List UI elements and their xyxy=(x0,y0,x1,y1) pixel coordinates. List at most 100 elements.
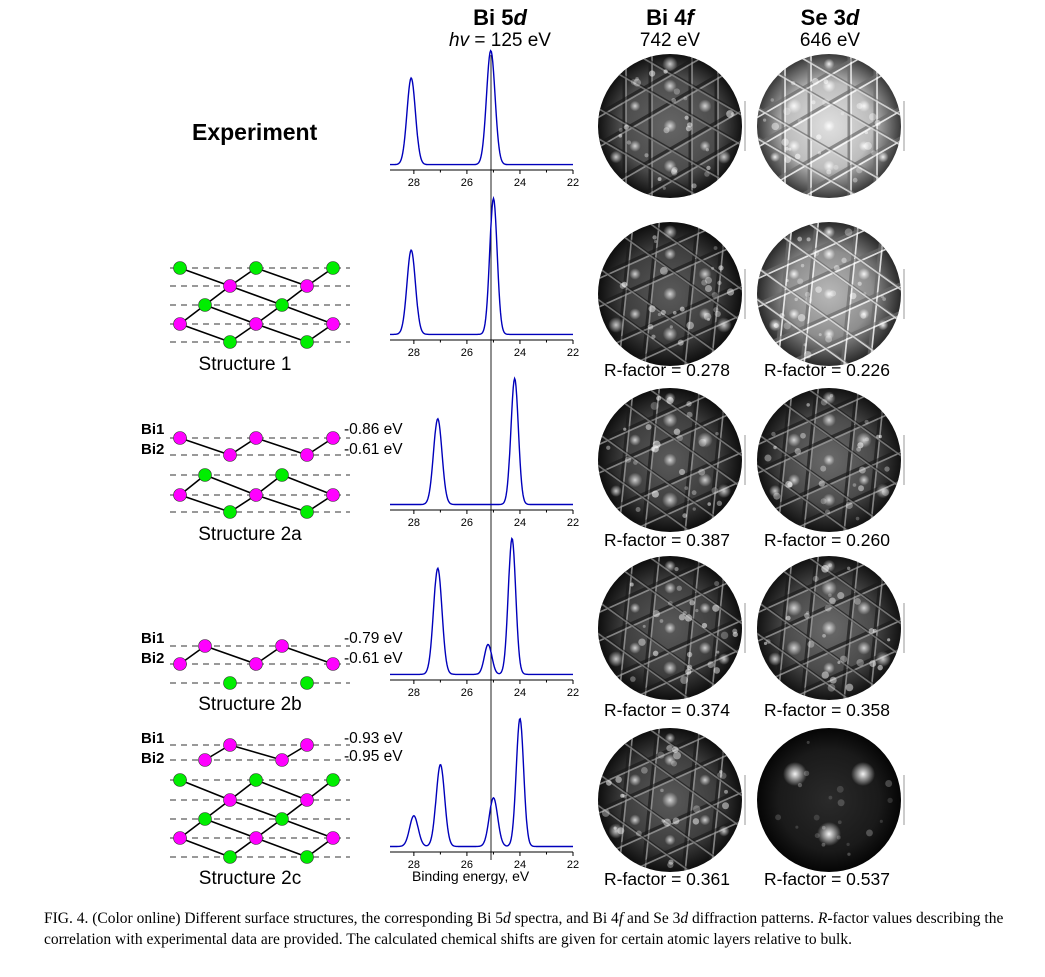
kikuchi-band xyxy=(682,728,702,872)
kikuchi-band xyxy=(610,560,742,667)
diffraction-spot xyxy=(662,412,678,428)
diffraction-speckle xyxy=(770,98,774,102)
diffraction-speckle xyxy=(678,614,686,621)
diffraction-speckle xyxy=(714,310,721,318)
diffraction-speckle xyxy=(828,593,832,597)
bi-atom xyxy=(300,738,314,752)
diffraction-speckle xyxy=(713,307,719,313)
diffraction-speckle xyxy=(726,110,734,118)
bi-atom xyxy=(249,431,263,445)
diffraction-spot xyxy=(608,823,624,839)
diffraction-speckle xyxy=(717,280,722,286)
se-atom xyxy=(326,261,340,275)
diffraction-speckle xyxy=(666,745,673,752)
diffraction-spot xyxy=(629,100,641,112)
kikuchi-band-shadow xyxy=(598,439,742,517)
diffraction-speckle xyxy=(718,265,724,271)
diffraction-speckle xyxy=(797,783,803,788)
diffraction-speckle xyxy=(707,502,712,506)
kikuchi-band-shadow xyxy=(598,779,742,857)
diffraction-spot xyxy=(609,150,623,164)
binding-energy-axis-label: Binding energy, eV xyxy=(412,868,530,884)
rfactor-se3d-structure-1: R-factor = 0.226 xyxy=(764,360,890,380)
kikuchi-band xyxy=(757,425,893,532)
diffraction-speckle xyxy=(623,427,627,431)
diffraction-speckle xyxy=(704,284,713,293)
diffraction-speckle xyxy=(630,79,637,85)
diffraction-speckle xyxy=(779,312,785,319)
diffraction-speckle xyxy=(666,397,674,405)
structure-1-label: Structure 1 xyxy=(198,354,292,375)
kikuchi-band-shadow xyxy=(598,62,739,155)
diffraction-speckle xyxy=(633,460,638,465)
diffraction-speckle xyxy=(672,310,677,315)
kikuchi-band-shadow xyxy=(798,222,820,366)
diffraction-speckle xyxy=(663,818,672,827)
se-atom xyxy=(275,468,289,482)
diffraction-spot xyxy=(857,601,871,615)
diffraction-speckle xyxy=(650,402,659,410)
kikuchi-band-shadow xyxy=(838,222,860,366)
kikuchi-band-shadow xyxy=(757,273,901,351)
diffraction-speckle xyxy=(794,297,798,302)
kikuchi-band-shadow xyxy=(757,62,898,155)
diffraction-speckle xyxy=(829,597,836,605)
se-atom xyxy=(249,773,263,787)
diffraction-speckle xyxy=(837,592,845,600)
diffraction-spot xyxy=(718,653,730,665)
kikuchi-band xyxy=(598,610,742,686)
header-bi5d-hv: hv xyxy=(449,30,470,51)
diffraction-speckle xyxy=(790,80,796,86)
diffraction-spot xyxy=(629,140,641,152)
diffraction-speckle xyxy=(698,468,706,476)
kikuchi-band xyxy=(682,222,702,366)
kikuchi-band xyxy=(598,614,719,700)
diffraction-speckle xyxy=(671,760,678,767)
kikuchi-band xyxy=(757,276,901,352)
structure-2a-model xyxy=(170,431,350,519)
kikuchi-band xyxy=(757,442,901,518)
diffraction-speckle xyxy=(763,641,768,646)
diffraction-speckle xyxy=(621,793,626,798)
se-atom xyxy=(300,335,314,349)
diffraction-speckle xyxy=(714,580,720,587)
header-bi5d: Bi 5d hv = 125 eV xyxy=(420,6,580,52)
diffraction-speckle xyxy=(672,817,680,825)
diffraction-speckle xyxy=(797,118,803,124)
diffraction-spot xyxy=(629,642,641,654)
diffraction-speckle xyxy=(800,263,805,268)
diffraction-speckle xyxy=(845,683,854,692)
diffraction-speckle xyxy=(668,859,674,865)
diffraction-spot xyxy=(787,139,801,153)
kikuchi-band xyxy=(598,99,741,192)
diffraction-speckle xyxy=(669,325,673,329)
diffraction-speckle xyxy=(846,842,850,846)
diffraction-speckle xyxy=(787,482,793,488)
diffraction-spot xyxy=(877,151,889,163)
structure-2c-model xyxy=(170,738,350,864)
diffraction-spot xyxy=(788,308,800,320)
diffraction-spot xyxy=(822,391,836,405)
structure-models xyxy=(170,261,350,864)
diffraction-speckle xyxy=(682,513,688,518)
diffraction-speckle xyxy=(712,604,720,612)
diffraction-speckle xyxy=(878,434,882,439)
atomic-bond xyxy=(204,474,257,496)
bi-atom xyxy=(198,753,212,767)
caption-italic-d1: d xyxy=(503,910,511,927)
diffraction-spot xyxy=(663,453,677,467)
kikuchi-band-shadow xyxy=(639,222,661,366)
diffraction-speckle xyxy=(806,611,810,615)
pattern-features xyxy=(598,556,742,700)
diffraction-speckle xyxy=(645,424,652,430)
diffraction-speckle xyxy=(621,281,628,288)
diffraction-speckle xyxy=(864,142,872,150)
diffraction-spot xyxy=(608,317,624,333)
diffraction-spot xyxy=(786,640,802,656)
bi-atom xyxy=(326,488,340,502)
se-atom xyxy=(223,676,237,690)
kikuchi-band-shadow xyxy=(757,607,901,685)
se-atom xyxy=(198,812,212,826)
diffraction-speckle xyxy=(691,490,697,496)
